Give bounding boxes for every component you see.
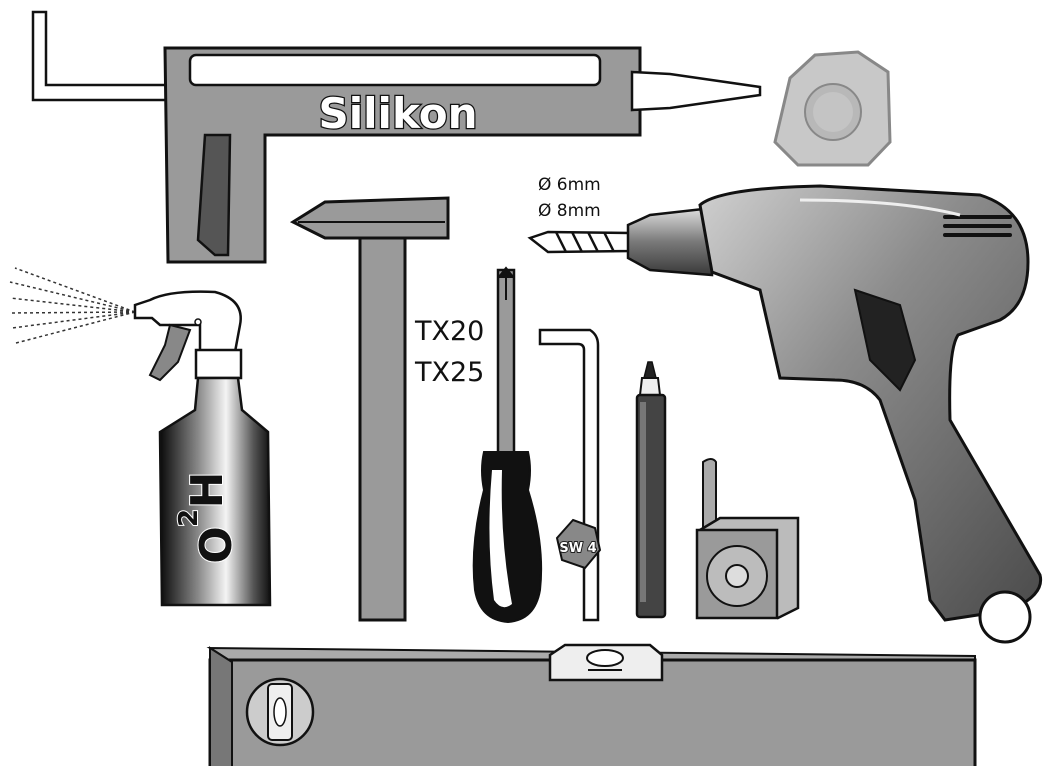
caulk-gun-rod xyxy=(31,10,170,102)
hammer-head xyxy=(289,196,450,240)
caulk-gun-frame xyxy=(163,46,642,264)
caulk-gun-window xyxy=(188,53,602,87)
spray-trigger xyxy=(148,323,192,382)
caulk-gun-label: Silikon xyxy=(319,89,478,138)
hex-key-size: SW 4 xyxy=(559,541,596,556)
hex-key-tag xyxy=(555,518,602,570)
bottle-label-2: 2 xyxy=(174,509,204,527)
tape-measure xyxy=(695,458,800,620)
drill-bit-size-1: Ø 6mm xyxy=(538,175,601,195)
bottle-label-o: O xyxy=(191,526,242,563)
drill: Ø 6mm Ø 8mm xyxy=(527,175,1043,644)
screwdriver-size-2: TX25 xyxy=(414,357,484,388)
drill-vents xyxy=(943,215,1012,237)
bottle-body xyxy=(158,376,272,607)
hex-key-body xyxy=(538,328,600,622)
spray-mist xyxy=(9,267,136,344)
caulk-gun: Silikon xyxy=(31,10,762,264)
marker xyxy=(635,361,667,619)
sanding-block xyxy=(773,50,892,167)
screwdriver-size-1: TX20 xyxy=(414,316,484,347)
spray-neck xyxy=(194,348,243,380)
caulk-gun-nozzle xyxy=(630,70,762,112)
hex-key: SW 4 xyxy=(538,328,602,622)
bottle-label-h: H xyxy=(182,472,233,509)
spray-bottle: H 2 O xyxy=(9,267,272,607)
hammer-handle xyxy=(358,236,407,622)
spray-head xyxy=(133,290,242,354)
hammer xyxy=(289,196,450,622)
drill-foot xyxy=(978,590,1032,644)
drill-body xyxy=(698,184,1043,622)
caulk-gun-trigger xyxy=(196,133,232,257)
drill-trigger xyxy=(853,288,917,392)
drill-chuck xyxy=(626,206,714,277)
drill-bit-size-2: Ø 8mm xyxy=(538,201,601,221)
spirit-level xyxy=(206,643,977,766)
screwdriver: TX20 TX25 xyxy=(414,266,543,624)
